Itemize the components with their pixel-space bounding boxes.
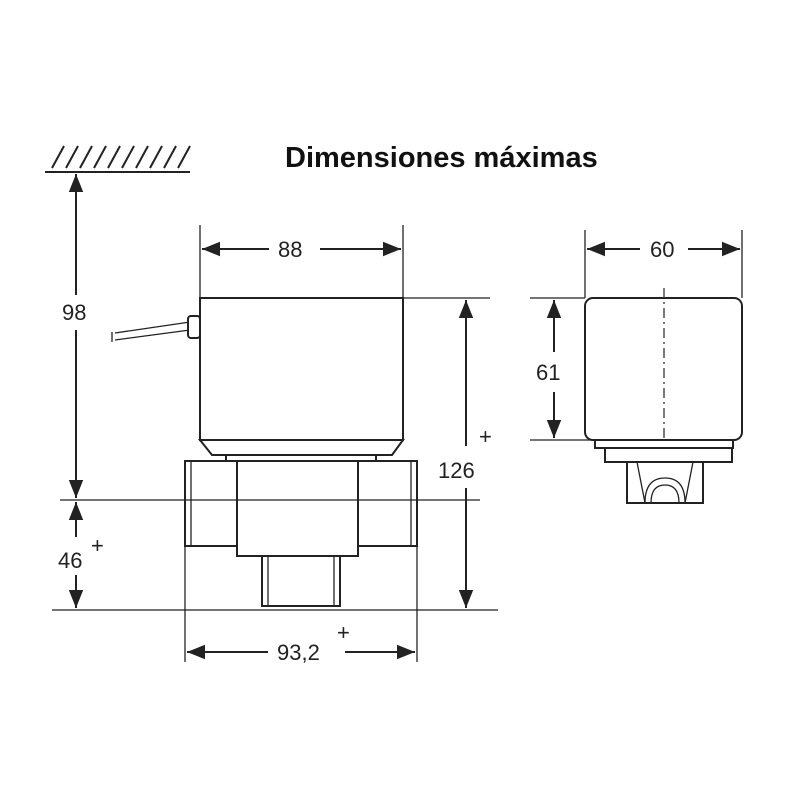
dim-coil-width: 88 [278, 237, 302, 262]
dim-body-height: 46 [58, 548, 82, 573]
coil-housing [199, 297, 404, 441]
dim-body-width: 93,2 [277, 640, 320, 665]
cable [111, 315, 201, 342]
side-view: 60 61 [530, 230, 743, 504]
side-coil-base [594, 439, 734, 449]
dim-overall-height-plus: + [479, 424, 492, 449]
drawing-title: Dimensiones máximas [285, 142, 598, 174]
dim-side-width: 60 [650, 237, 674, 262]
side-valve-body [626, 461, 704, 504]
valve-body [184, 460, 418, 607]
front-view: 88 98 46 + 126 + 93,2 + [52, 174, 498, 665]
wall-hatching [45, 145, 191, 173]
side-flange [604, 447, 733, 463]
dim-side-coil-height: 61 [536, 360, 560, 385]
dim-body-height-plus: + [91, 533, 104, 558]
coil-base [197, 439, 405, 456]
dim-total-height: 98 [62, 300, 86, 325]
dim-overall-height: 126 [438, 458, 475, 483]
dim-body-width-plus: + [337, 620, 350, 645]
